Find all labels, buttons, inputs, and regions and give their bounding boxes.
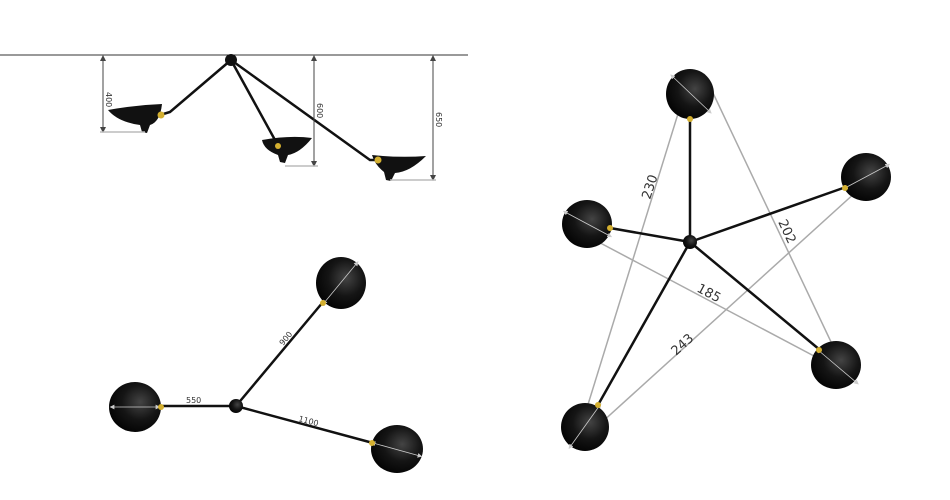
side-view: 400 600 650 [0, 54, 468, 181]
dim-arm-upper: 900 [278, 330, 295, 347]
guide-185 [571, 227, 849, 375]
dim-arm-left: 550 [186, 396, 201, 405]
dim-243: 243 [669, 331, 697, 359]
dim-230: 230 [640, 173, 662, 201]
lamp-shade-right [372, 155, 426, 181]
top-view: 550 900 1100 [109, 257, 423, 473]
guide-202 [703, 73, 851, 383]
arm-middle [229, 59, 277, 141]
dim-lamp-middle: 600 [315, 103, 324, 118]
dim-lamp-left: 400 [104, 92, 113, 107]
dim-lamp-right: 650 [434, 112, 443, 127]
arm-lower-top [235, 404, 374, 445]
arm-upper-top [235, 301, 324, 407]
guide-230 [576, 74, 691, 441]
shade-lower-top [371, 425, 423, 473]
lamp-shade-middle [262, 136, 312, 163]
arm-left [159, 59, 232, 117]
dim-185: 185 [694, 281, 723, 306]
guide-243 [589, 171, 879, 434]
shade-bottom-left [561, 403, 609, 451]
lamp-shade-left [108, 104, 165, 133]
hub-star [683, 235, 697, 249]
star-view: 230 202 185 243 [561, 69, 891, 451]
shade-top [666, 69, 714, 119]
hub-top [229, 399, 243, 413]
